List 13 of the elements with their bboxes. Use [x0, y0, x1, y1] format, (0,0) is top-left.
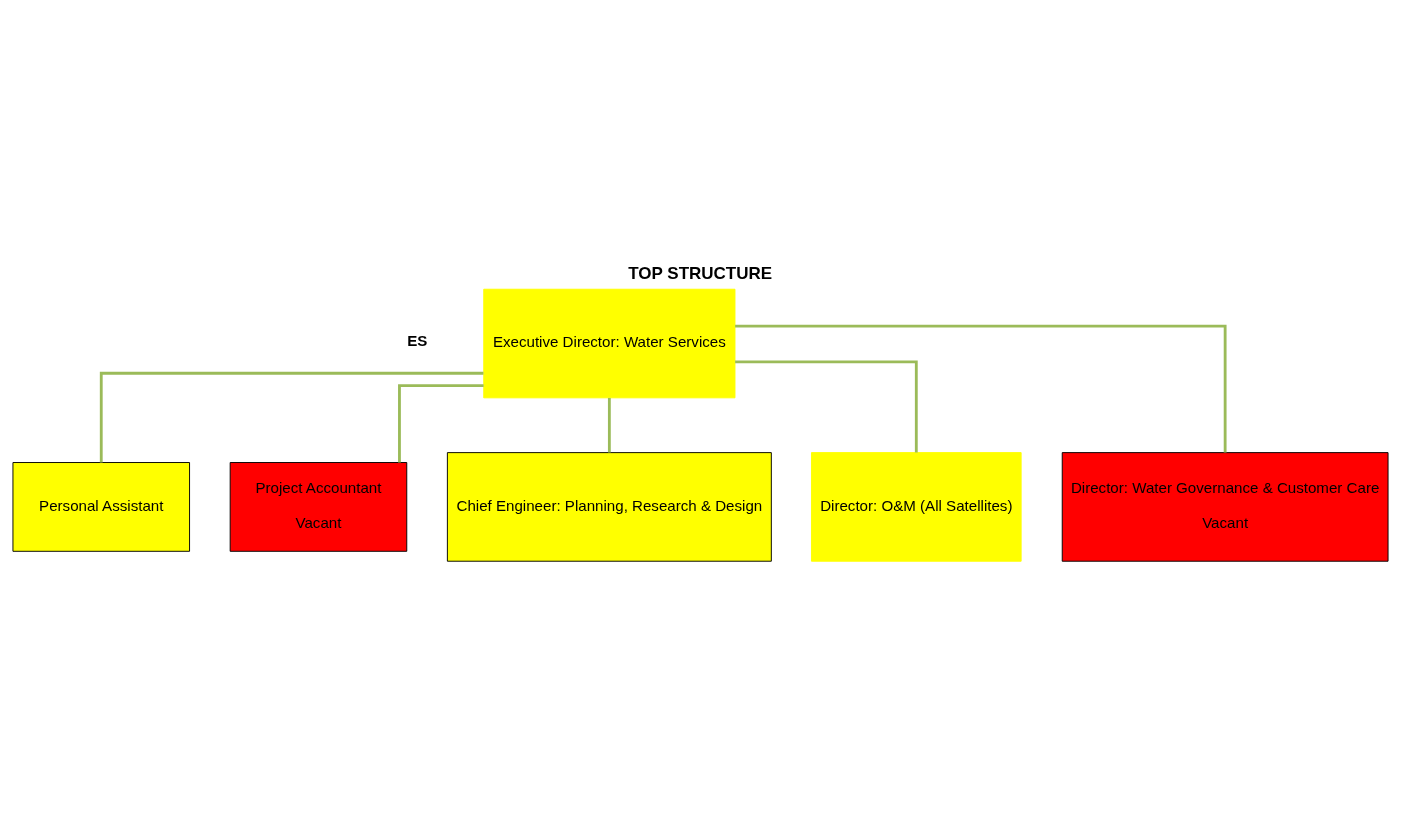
node-box: Chief Engineer: Planning, Research & Design — [446, 452, 772, 562]
node-box: Project Accountant Vacant — [229, 462, 408, 552]
diagram-title: TOP STRUCTURE — [628, 264, 773, 284]
node-box: Personal Assistant — [12, 462, 191, 552]
connector — [99, 371, 484, 463]
connector — [607, 397, 611, 453]
connector — [398, 384, 484, 463]
node-box: Executive Director: Water Services — [483, 288, 736, 399]
connector — [735, 360, 918, 453]
node-box: Director: Water Governance & Customer Care Vacant — [1061, 452, 1389, 562]
node-box: Director: O&M (All Satellites) — [811, 452, 1022, 562]
label: ES — [407, 332, 428, 350]
connector — [735, 324, 1227, 453]
